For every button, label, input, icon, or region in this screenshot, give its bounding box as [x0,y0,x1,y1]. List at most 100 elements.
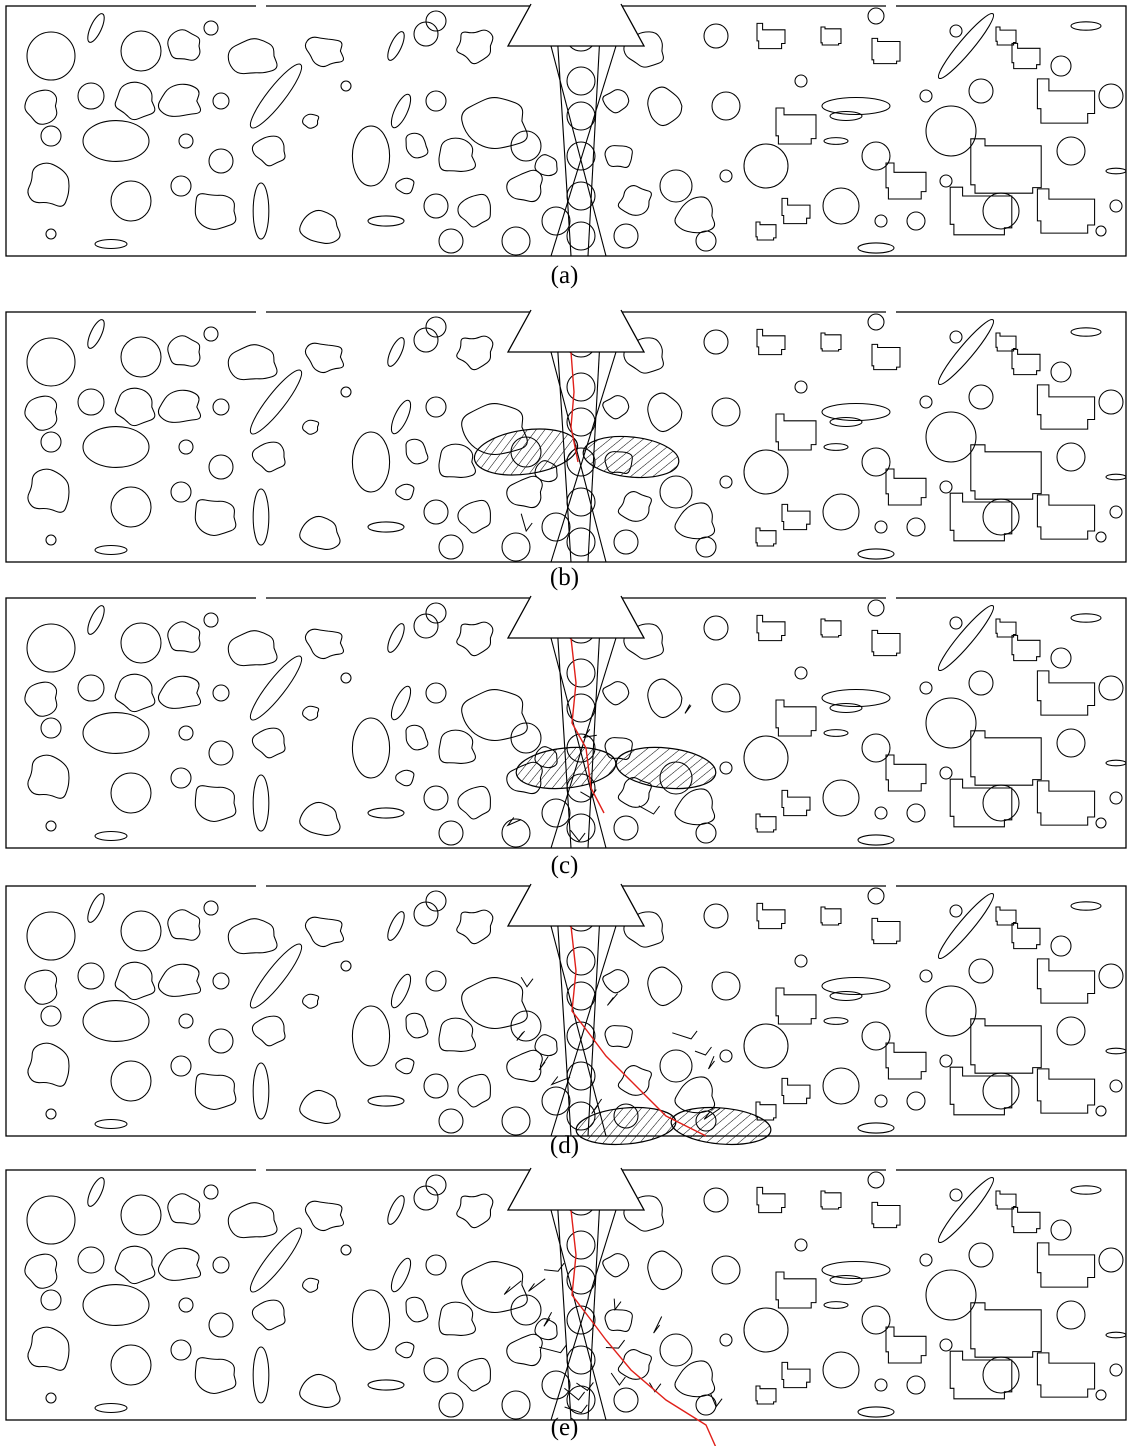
aggregate-particle [775,987,817,1025]
aggregate-circle [906,211,926,231]
crack-path [570,351,579,463]
aggregate-circle [212,398,230,416]
panel-label-e: (e) [550,1414,579,1441]
aggregate-circle [743,1023,789,1069]
aggregate-circle [743,1307,789,1353]
aggregate-circle [1109,1363,1123,1377]
aggregate-circle [425,970,447,992]
aggregate-particle [227,344,278,381]
guide-line [550,925,607,1137]
panel-b [5,308,1127,563]
aggregate-ellipse [82,712,150,754]
aggregate-circle [423,1357,449,1383]
aggregate-particle [755,1385,777,1405]
aggregate-ellipse [249,369,303,435]
aggregate-ellipse [351,1005,391,1067]
aggregate-circle [939,1338,953,1352]
aggregate-circle [438,1108,464,1134]
aggregate-ellipse [82,1284,150,1326]
aggregate-circle [1095,531,1107,543]
aggregate-circle [110,486,152,528]
aggregate-circle [26,1195,76,1245]
aggregate-ellipse [857,1406,895,1418]
aggregate-circle [906,1375,926,1395]
aggregate-particle [674,1360,716,1398]
aggregate-particle [602,1253,630,1278]
aggregate-ellipse [82,1000,150,1042]
guide-line [550,925,617,1137]
aggregate-circle [1050,935,1072,957]
aggregate-particle [775,107,817,145]
aggregate-circle [874,1378,888,1392]
aggregate-particle [194,785,237,822]
aggregate-circle [939,1054,953,1068]
aggregate-circle [1056,1016,1086,1046]
aggregate-ellipse [1105,1047,1127,1055]
aggregate-particle [1036,780,1096,826]
aggregate-circle [613,815,639,841]
microcrack [672,1030,698,1040]
aggregate-particle [1036,78,1096,124]
aggregate-circle [968,78,994,104]
aggregate-particle [602,969,630,994]
panel-label-c: (c) [550,852,579,879]
aggregate-circle [203,900,219,916]
damage-zone [473,428,579,476]
aggregate-circle [26,337,76,387]
aggregate-ellipse [823,1301,849,1309]
aggregate-circle [711,971,741,1001]
aggregate-circle [939,766,953,780]
aggregate-circle [208,148,234,174]
aggregate-circle [120,910,162,952]
aggregate-particle [1011,634,1041,662]
aggregate-circle [501,1390,531,1420]
aggregate-particle [299,209,341,244]
aggregate-circle [822,1351,860,1389]
aggregate-particle [1011,1206,1041,1234]
aggregate-circle [1098,1247,1124,1273]
guide-line [555,895,572,1137]
aggregate-circle [438,228,464,254]
aggregate-circle [110,180,152,222]
aggregate-particle [756,1186,786,1214]
aggregate-ellipse [249,655,303,721]
aggregate-particle [114,1245,156,1285]
aggregate-circle [110,772,152,814]
aggregate-circle [906,1091,926,1111]
microcrack [564,1387,585,1401]
aggregate-particle [970,1302,1042,1358]
aggregate-circle [423,193,449,219]
aggregate-particle [194,499,237,536]
aggregate-particle [647,1250,683,1291]
aggregate-circle [613,1387,639,1413]
aggregate-particle [756,328,786,356]
aggregate-particle [457,1357,491,1392]
aggregate-ellipse [94,1402,128,1414]
panel-c [5,594,1127,849]
microcrack [544,1262,565,1272]
aggregate-particle [227,630,278,667]
aggregate-particle [251,1015,286,1047]
aggregate-circle [1050,1219,1072,1241]
aggregate-ellipse [1070,21,1102,31]
aggregate-ellipse [829,702,863,714]
aggregate-ellipse [87,605,105,635]
aggregate-ellipse [821,976,891,996]
damage-zone [670,1106,772,1146]
microcrack [564,1404,588,1414]
aggregate-particle [1036,958,1096,1004]
aggregate-particle [24,969,58,1005]
aggregate-particle [405,1296,429,1323]
aggregate-ellipse [249,1227,303,1293]
aggregate-particle [506,1333,543,1367]
aggregate-particle [970,444,1042,500]
aggregate-particle [405,1012,429,1039]
aggregate-particle [456,335,494,371]
aggregate-particle [995,906,1017,926]
aggregate-circle [939,480,953,494]
aggregate-circle [613,529,639,555]
aggregate-circle [501,226,531,256]
aggregate-ellipse [387,31,405,61]
aggregate-particle [995,26,1017,46]
